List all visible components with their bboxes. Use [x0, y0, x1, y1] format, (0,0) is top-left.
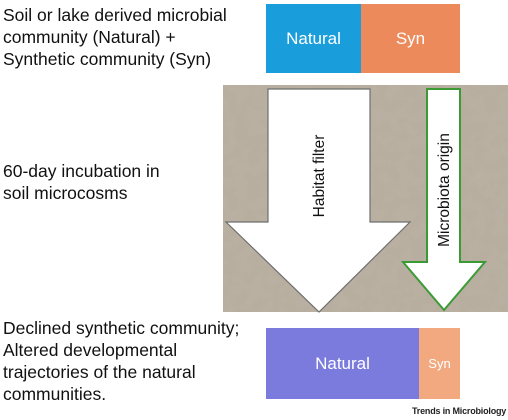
- syn-label: Syn: [395, 28, 426, 48]
- final-community-bar: Natural Syn: [266, 328, 460, 399]
- journal-credit: Trends in Microbiology: [412, 406, 507, 416]
- microbiota-origin-label: Microbiota origin: [436, 133, 453, 247]
- incubation-description: 60-day incubation in soil microcosms: [3, 161, 160, 203]
- natural-segment: Natural: [266, 4, 361, 73]
- habitat-filter-label: Habitat filter: [311, 135, 328, 218]
- habitat-filter-arrow: [224, 88, 412, 313]
- natural-label: Natural: [315, 353, 370, 373]
- initial-community-description: Soil or lake derived microbial community…: [3, 5, 227, 69]
- natural-segment: Natural: [266, 328, 419, 399]
- syn-label: Syn: [428, 356, 451, 371]
- syn-segment: Syn: [361, 4, 460, 73]
- initial-community-bar: Natural Syn: [266, 4, 460, 73]
- microbiota-origin-arrow: [400, 88, 488, 312]
- outcome-description: Declined synthetic community; Altered de…: [3, 318, 240, 404]
- natural-label: Natural: [286, 28, 341, 48]
- syn-segment: Syn: [419, 328, 460, 399]
